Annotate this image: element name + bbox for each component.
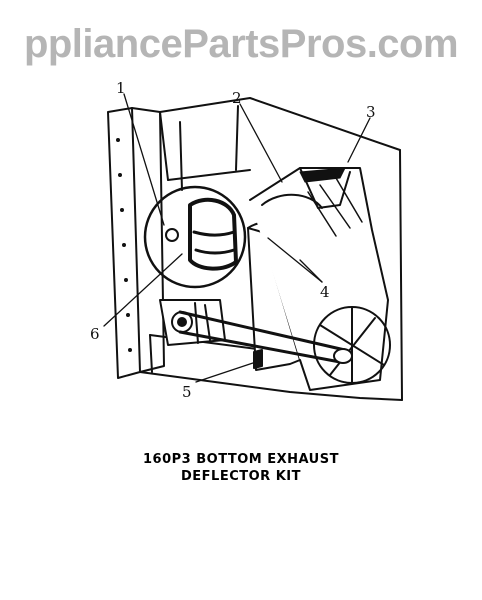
drive-motor [159,299,226,346]
callout-6: 6 [90,325,100,343]
callout-5: 5 [182,383,192,401]
site-watermark: ppliancePartsPros.com [23,22,459,66]
exhaust-deflector [299,167,346,183]
callout-4: 4 [320,283,330,301]
leader-1 [123,93,165,226]
cabinet-base [139,371,403,401]
callout-3: 3 [366,103,376,121]
elbow-detail-inset [143,185,247,289]
leader-5 [195,361,257,383]
leader-6 [103,253,183,327]
leader-2 [239,103,283,183]
callout-1: 1 [116,79,126,97]
leader-4a [267,237,323,283]
caption-line-1: 160P3 BOTTOM EXHAUST [143,452,339,467]
callout-2: 2 [232,89,242,107]
idler-pulley [333,348,353,364]
leader-4b [299,259,323,283]
caption-line-2: DEFLECTOR KIT [181,469,301,484]
leader-3 [347,117,371,163]
drive-belt [178,310,347,364]
